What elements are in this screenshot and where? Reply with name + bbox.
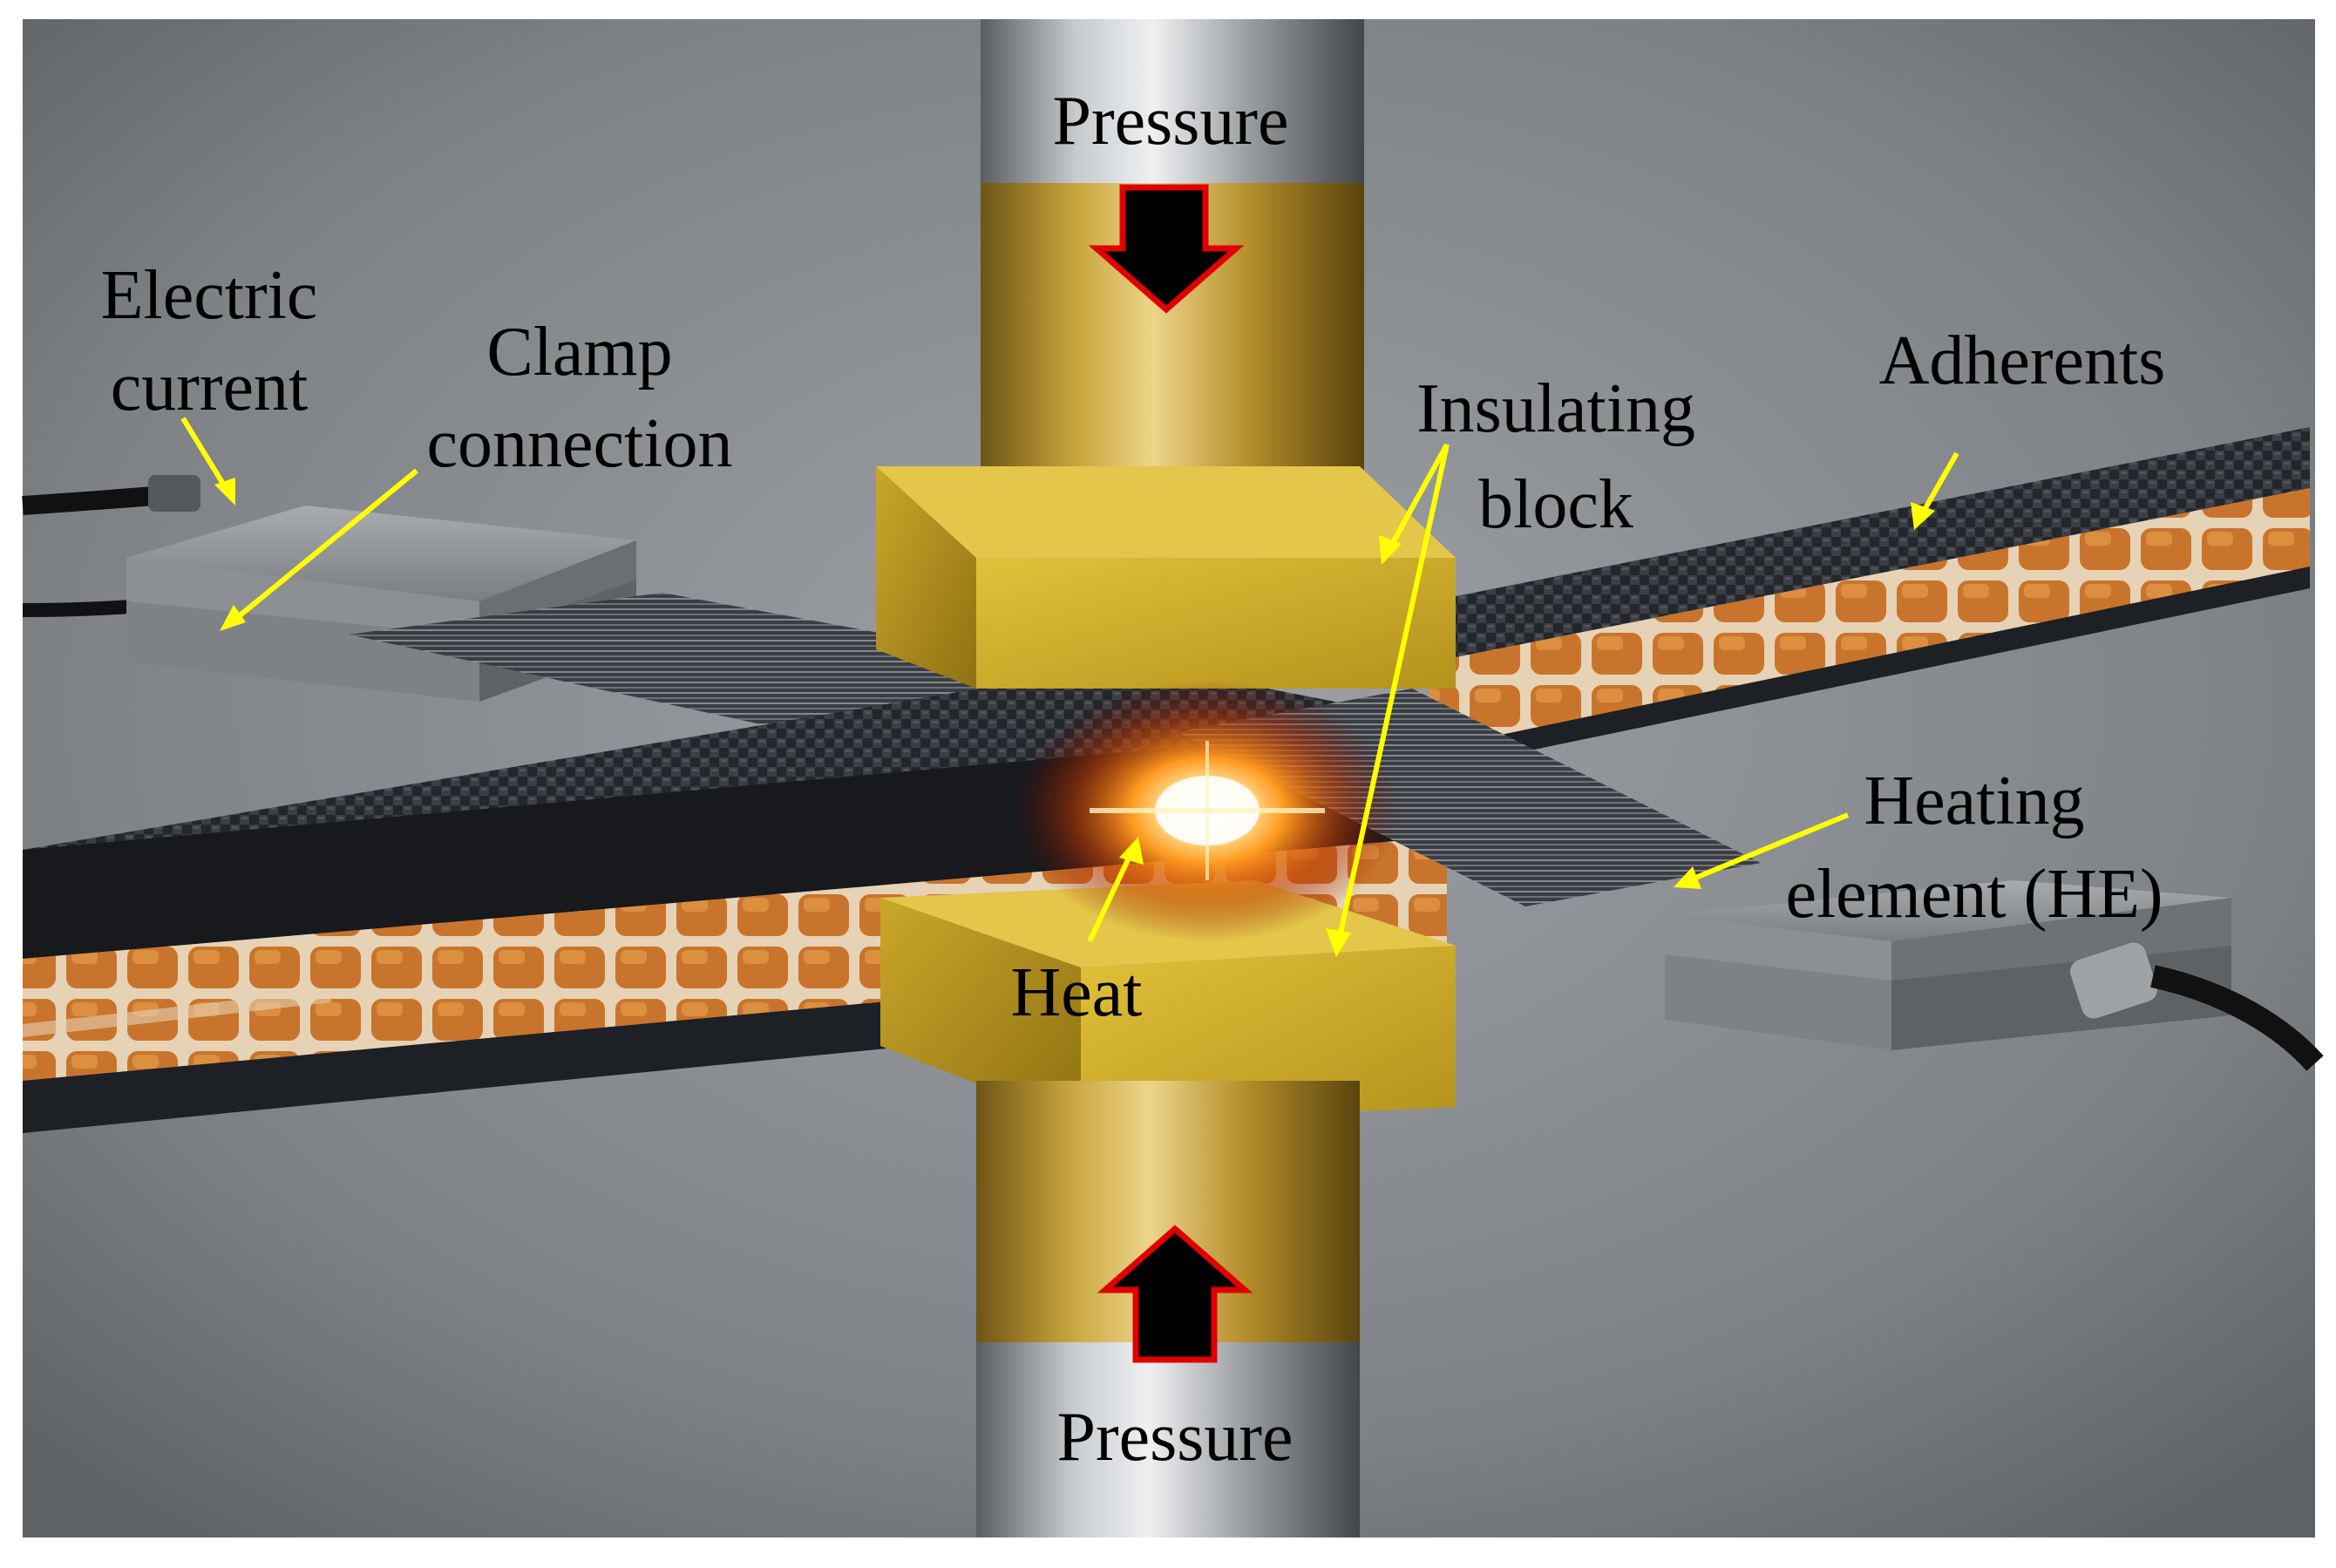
annotation-arrows: [180, 417, 1959, 957]
heat-pointer: [1087, 851, 1134, 943]
label-heating-element-line1: Heating: [1864, 763, 2084, 839]
right-clamp: [1665, 880, 2231, 1050]
label-heating-element-line2: element (HE): [1785, 856, 2163, 933]
label-electric-current-line2: current: [111, 349, 309, 425]
insulating-block-upper-pointer: [1388, 443, 1450, 549]
pressure-arrow-up-icon: [1097, 1225, 1253, 1363]
label-pressure-top: Pressure: [1052, 83, 1288, 160]
label-insulating-block-line1: Insulating: [1416, 370, 1695, 447]
insulating-block-lower-pointer: [1337, 444, 1450, 938]
label-electric-current-line1: Electric: [101, 257, 318, 334]
label-clamp-connection-line2: connection: [427, 405, 733, 482]
back-adherent: [1429, 427, 2310, 771]
label-pressure-bottom: Pressure: [1056, 1399, 1293, 1476]
right-cable: [2070, 942, 2324, 1071]
electric-current-pointer: [180, 417, 231, 494]
pressure-arrow-down-icon: [1088, 184, 1245, 314]
upper-insulating-block: [876, 466, 1456, 689]
left-cable: [22, 475, 200, 617]
label-heat: Heat: [1010, 954, 1142, 1031]
label-insulating-block-line2: block: [1478, 466, 1633, 543]
heating-element-pointer: [1687, 812, 1850, 883]
clamp-connection-pointer: [232, 468, 418, 623]
labels: Pressure Pressure Electric current Clamp…: [101, 83, 2166, 1476]
label-clamp-connection-line1: Clamp: [486, 314, 672, 390]
adherents-pointer: [1919, 451, 1959, 516]
heat-glow: [1015, 680, 1399, 941]
label-adherents: Adherents: [1879, 322, 2166, 399]
